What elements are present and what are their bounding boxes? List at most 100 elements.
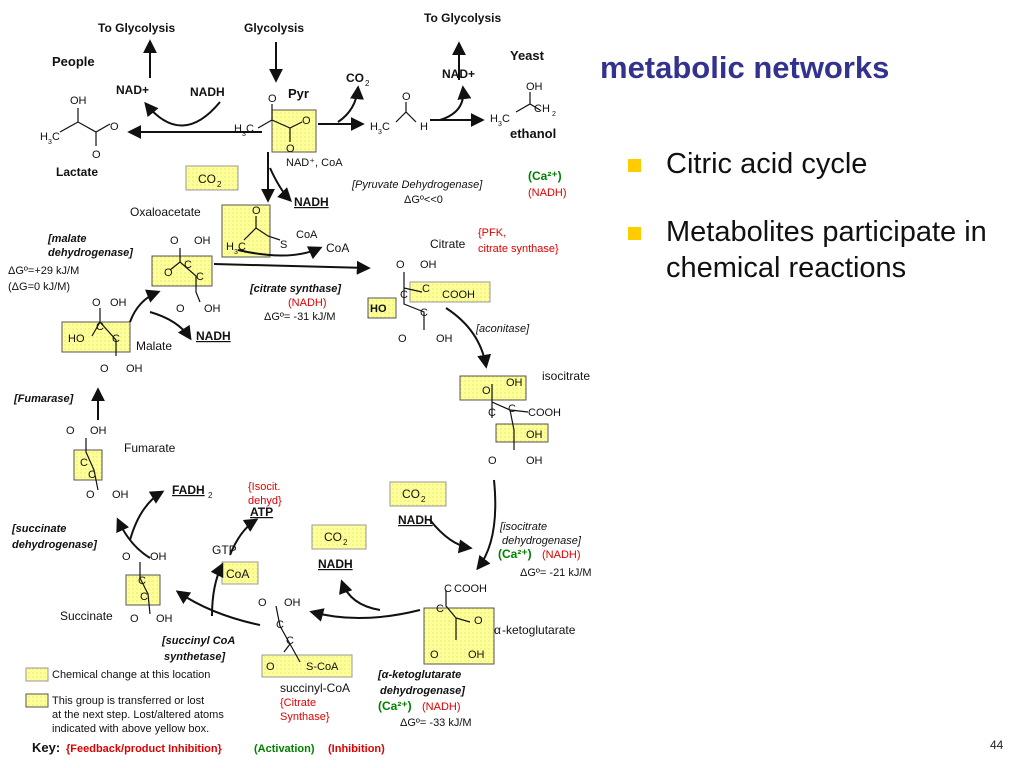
fum-o2: O — [86, 489, 95, 501]
people-label: People — [52, 54, 95, 69]
fumarase-label: [Fumarase] — [13, 393, 74, 405]
iso-c2: C — [508, 403, 516, 415]
arrow-oaa-to-citrate — [213, 260, 371, 275]
h3c-ethanol-sub: 3 — [498, 121, 502, 128]
acetyl-bonds — [243, 216, 281, 241]
ch2-ethanol-sub: 2 — [552, 111, 556, 118]
malate-c: C — [96, 321, 104, 333]
co2-pdh-sub: 2 — [217, 180, 222, 189]
akgdh-ca: (Ca²⁺) — [378, 699, 412, 713]
atp-label: ATP — [250, 505, 273, 519]
fum-c2: C — [88, 469, 96, 481]
h3c-acetald-c: C — [382, 121, 390, 133]
sdh-enzyme-1: [succinate — [11, 523, 66, 535]
o-lactate: O — [110, 121, 119, 133]
h3c-pyr-sub: 3 — [242, 131, 246, 138]
oaa-oh: OH — [194, 235, 211, 247]
bullet-item: Citric acid cycle — [628, 146, 1008, 182]
iso-o2: O — [488, 455, 497, 467]
akg-o: O — [474, 615, 483, 627]
bullet-square-icon — [628, 227, 641, 240]
akg-c: C — [444, 583, 452, 595]
citrate-oh2: OH — [436, 333, 453, 345]
arrow-isocitrate-to-akg — [476, 479, 497, 571]
malate-ho: HO — [68, 333, 85, 345]
bullet-text: Metabolites participate in chemical reac… — [666, 216, 987, 284]
co2-top: CO — [346, 71, 364, 85]
pdh-enzyme: [Pyruvate Dehydrogenase] — [351, 179, 483, 191]
ethanol-label: ethanol — [510, 126, 556, 141]
co2-idh-sub: 2 — [421, 495, 426, 504]
citrate-o2: O — [398, 333, 407, 345]
citrate-bonds — [403, 272, 425, 330]
citrate-c3: C — [420, 307, 428, 319]
akg-bonds — [445, 590, 471, 640]
malate-oh2: OH — [126, 363, 143, 375]
h3c-ethanol-c: C — [502, 113, 510, 125]
iso-oh3: OH — [526, 455, 543, 467]
h3c-ethanol: H — [490, 113, 498, 125]
succ-oh2: OH — [156, 613, 173, 625]
mdh-dg2: (ΔG=0 kJ/M) — [8, 281, 70, 293]
oaa-oh2: OH — [204, 303, 221, 315]
fumarate-label: Fumarate — [124, 441, 176, 455]
akg-o2: O — [430, 649, 439, 661]
isocit-inh-2: dehyd} — [248, 495, 282, 507]
akg-name: -ketoglutarate — [502, 623, 576, 637]
to-glycolysis-right: To Glycolysis — [424, 11, 501, 25]
succinate-highlight-box — [125, 574, 161, 606]
malate-oh: OH — [110, 297, 127, 309]
idh-enzyme-2: dehydrogenase] — [502, 535, 582, 547]
idh-dg: ΔGº= -21 kJ/M — [520, 567, 592, 579]
succinyl-c2: C — [286, 635, 294, 647]
h3c-pyr: H — [234, 123, 242, 135]
h3c-lactate: H — [40, 131, 48, 143]
co2-top-sub: 2 — [365, 79, 370, 88]
succinyl-name: succinyl-CoA — [280, 681, 350, 695]
akg-highlight-box — [423, 607, 495, 665]
arrow-coa-release — [237, 246, 323, 260]
iso-c: C — [488, 407, 496, 419]
succinyl-cs-1: {Citrate — [280, 697, 316, 709]
h-acetald: H — [420, 121, 428, 133]
pdh-ca: (Ca²⁺) — [528, 169, 562, 183]
acetyl-h3c-sub: 3 — [234, 249, 238, 256]
succinyl-sco: S-CoA — [306, 661, 339, 673]
legend-row2-3: indicated with above yellow box. — [52, 723, 209, 735]
malate-label: Malate — [136, 339, 172, 353]
akg-c2: C — [436, 603, 444, 615]
h3c-lactate-c: C — [52, 131, 60, 143]
citrate-ho: HO — [370, 303, 387, 315]
citrate-ho-box — [367, 297, 397, 319]
coa-scs: CoA — [226, 567, 249, 581]
ethanol-bonds — [515, 92, 541, 113]
akg-alpha: α — [494, 623, 501, 637]
citrate-o: O — [396, 259, 405, 271]
co2-idh-box — [389, 481, 447, 507]
succ-c: C — [138, 575, 146, 587]
arrow-gtp-coa — [210, 562, 224, 617]
nad-left: NAD+ — [116, 83, 149, 97]
arrow-succinyl-to-succinate — [175, 590, 261, 626]
fumarate-bonds — [85, 438, 99, 491]
cs-dg: ΔGº= -31 kJ/M — [264, 311, 336, 323]
arrow-nad-right — [439, 85, 472, 121]
succinyl-oh: OH — [284, 597, 301, 609]
arrow-malate-nadh — [149, 311, 192, 341]
fum-oh2: OH — [112, 489, 129, 501]
co2-akgdh-box — [311, 524, 367, 550]
fum-c: C — [80, 457, 88, 469]
h3c-acetald-sub: 3 — [378, 129, 382, 136]
idh-nadh-inh: (NADH) — [542, 549, 581, 561]
pdh-dg: ΔGº<<0 — [404, 194, 443, 206]
akg-cooh: COOH — [454, 583, 487, 595]
bullet-item: Metabolites participate in chemical reac… — [628, 214, 1008, 286]
citrate-c2: C — [422, 283, 430, 295]
succinyl-c: C — [276, 619, 284, 631]
oaa-c: C — [184, 259, 192, 271]
arrow-idh-nadh — [429, 519, 473, 554]
akgdh-enzyme-2: dehydrogenase] — [380, 685, 465, 697]
acetyl-h3c: H — [226, 241, 234, 253]
malate-o2: O — [100, 363, 109, 375]
succinyl-cs-2: Synthase} — [280, 711, 330, 723]
